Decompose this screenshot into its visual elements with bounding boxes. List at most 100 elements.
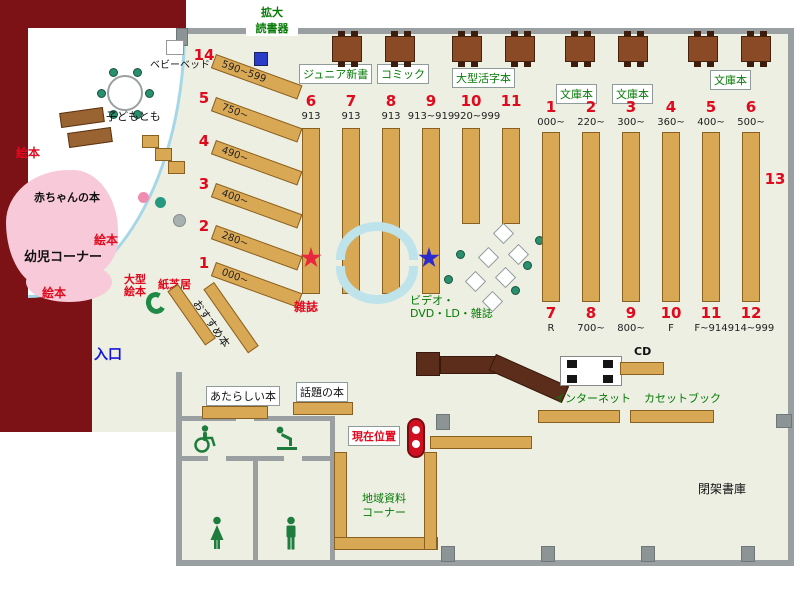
shelf-range: 914~999	[727, 323, 775, 334]
chair-dot	[523, 261, 532, 270]
baby-care-icon	[274, 424, 300, 454]
shelf-range: 500~	[737, 117, 765, 128]
small-shelf	[142, 135, 159, 148]
picture-books-label: 絵本	[94, 233, 119, 247]
bookshelf	[502, 128, 520, 224]
video-dvd-label: ビデオ・ DVD・LD・雑誌	[410, 294, 493, 320]
wall	[186, 28, 794, 34]
chair-dot	[145, 89, 154, 98]
cassette-book-label: カセットブック	[644, 392, 721, 405]
wall	[226, 456, 284, 461]
shelf-range: 800~	[617, 323, 645, 334]
stool-dot-pink	[138, 192, 149, 203]
internet-label: インターネット	[554, 392, 631, 405]
bookshelf	[620, 362, 664, 375]
service-counter	[416, 352, 440, 376]
outside-area	[0, 432, 178, 600]
wall	[254, 416, 330, 421]
shelf-range: 913	[381, 111, 401, 122]
shelf-number: 1	[198, 254, 210, 272]
picture-books-label: 絵本	[42, 286, 67, 300]
pillar	[741, 546, 755, 562]
shelf-range: 913~919	[407, 111, 455, 122]
bookshelf	[702, 132, 720, 302]
bookshelf	[622, 132, 640, 302]
local-materials-label: 地域資料 コーナー	[362, 492, 406, 519]
shelf-number: 2	[585, 98, 597, 116]
bookshelf	[662, 132, 680, 302]
round-table	[107, 75, 143, 111]
shelf-number: 2	[198, 217, 210, 235]
chair-dot	[456, 250, 465, 259]
pillar	[776, 414, 792, 428]
chair-dot	[444, 275, 453, 284]
toddler-carpet-area	[26, 262, 112, 302]
shelf-number: 3	[625, 98, 637, 116]
shelf-range: 220~	[577, 117, 605, 128]
bookshelf	[422, 128, 440, 294]
wheelchair-icon	[190, 424, 216, 454]
picture-books-label: 絵本	[16, 146, 41, 160]
stool-dot-green	[155, 197, 166, 208]
current-location-pin-icon	[407, 418, 425, 458]
baby-books-label: 赤ちゃんの本	[34, 191, 100, 204]
shelf-range: 400~	[697, 117, 725, 128]
shelf-number: 11	[700, 304, 722, 322]
shelf-range: 300~	[617, 117, 645, 128]
shelf-number: 6	[745, 98, 757, 116]
internet-table	[560, 356, 622, 386]
toddler-corner-label: 幼児コーナー	[24, 250, 103, 265]
chair-dot	[511, 286, 520, 295]
shelf-number: 10	[660, 304, 682, 322]
comic-label: コミック	[377, 64, 429, 84]
man-toilet-icon	[280, 516, 302, 552]
bookshelf	[538, 410, 620, 423]
bookshelf	[630, 410, 714, 423]
chair-dot	[109, 68, 118, 77]
shelf-number: 7	[345, 92, 357, 110]
shelf-range: R	[547, 323, 555, 334]
shelf-number: 4	[665, 98, 677, 116]
shelf-number: 14	[193, 46, 215, 64]
wall	[788, 28, 794, 566]
shelf-number: 12	[740, 304, 762, 322]
magnifier-reader-label: 拡大 読書器	[246, 4, 298, 36]
small-shelf	[155, 148, 172, 161]
shelf-number: 9	[425, 92, 437, 110]
large-print-label: 大型活字本	[452, 68, 515, 88]
pillar	[436, 414, 450, 430]
shelf-range: 920~999	[453, 111, 501, 122]
reading-table	[741, 31, 771, 67]
chair-dot	[97, 89, 106, 98]
reading-table	[505, 31, 535, 67]
chair-dot	[133, 110, 142, 119]
shelf-number: 7	[545, 304, 557, 322]
reading-table	[688, 31, 718, 67]
large-picture-books-label: 大型 絵本	[124, 273, 146, 298]
bunko-label: 文庫本	[710, 70, 751, 90]
chair-dot	[109, 110, 118, 119]
shelf-number: 1	[545, 98, 557, 116]
closed-stacks-label: 閉架書庫	[698, 482, 747, 496]
shelf-range: 913	[301, 111, 321, 122]
pillar	[541, 546, 555, 562]
shelf-number: 9	[625, 304, 637, 322]
shelf-range: F	[668, 323, 674, 334]
bookshelf	[462, 128, 480, 224]
pillar	[641, 546, 655, 562]
shelf-number: 5	[705, 98, 717, 116]
bookshelf	[424, 452, 437, 550]
shelf-range: F~914	[694, 323, 728, 334]
shelf-range: 360~	[657, 117, 685, 128]
shelf-number: 4	[198, 132, 210, 150]
wall	[178, 560, 794, 566]
cd-label: CD	[634, 345, 652, 358]
bunko-label: 文庫本	[612, 84, 653, 104]
pillar	[441, 546, 455, 562]
kodomo-tomo-label: 子どもとも	[106, 110, 161, 123]
topic-books-label: 話題の本	[296, 382, 348, 402]
reading-table	[452, 31, 482, 67]
wall	[178, 456, 208, 461]
wall	[253, 460, 258, 566]
shelf-number: 6	[305, 92, 317, 110]
